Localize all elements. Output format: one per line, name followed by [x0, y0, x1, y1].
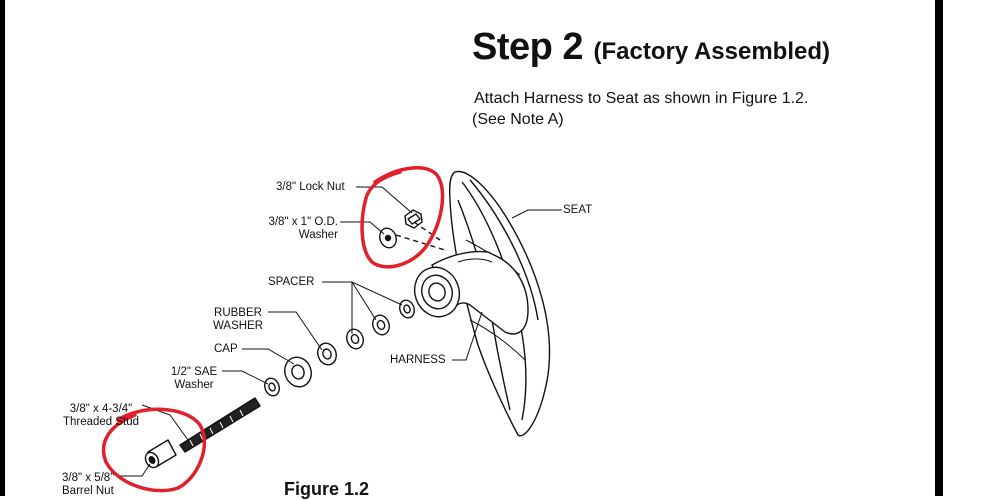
instructions: Attach Harness to Seat as shown in Figur…: [472, 88, 809, 130]
lock-nut-part: [404, 209, 423, 229]
step-heading: Step 2: [472, 26, 584, 68]
od-washer-part: [379, 227, 397, 249]
barrel-nut-part: [144, 439, 177, 469]
label-harness: HARNESS: [390, 354, 446, 366]
label-cap: CAP: [214, 343, 238, 355]
assembly-dashed-line: [395, 234, 446, 251]
page-margin: [943, 0, 992, 496]
red-annotation-circles: [101, 166, 445, 493]
instruction-line-2: (See Note A): [472, 111, 564, 128]
label-seat: SEAT: [563, 204, 593, 216]
label-od-washer-line-1: 3/8" x 1" O.D.: [268, 216, 338, 228]
step-subheading: (Factory Assembled): [593, 38, 831, 65]
label-threaded-stud: 3/8" x 4-3/4" Threaded Stud: [52, 403, 150, 429]
label-rubber-washer: RUBBER WASHER: [206, 307, 270, 333]
page-border-right: [935, 0, 943, 496]
figure-caption: Figure 1.2: [284, 479, 370, 499]
threaded-stud-part: [179, 397, 261, 453]
page-border-left: [0, 0, 5, 496]
label-od-washer-line-2: Washer: [298, 229, 338, 241]
label-sae-washer: 1/2" SAE Washer: [164, 366, 224, 392]
label-barrel-nut-line-2: Barrel Nut: [62, 485, 114, 497]
annotation-circle-barrel-nut: [101, 407, 207, 493]
label-rubber-washer-line-2: WASHER: [212, 320, 264, 332]
exploded-view-diagram: [101, 166, 562, 493]
label-lock-nut: 3/8" Lock Nut: [276, 181, 345, 193]
instruction-line-1: Attach Harness to Seat as shown in Figur…: [474, 90, 809, 107]
label-barrel-nut: 3/8" x 5/8" Barrel Nut: [62, 472, 114, 498]
label-barrel-nut-line-1: 3/8" x 5/8": [62, 472, 115, 484]
label-sae-washer-line-2: Washer: [174, 379, 214, 391]
label-spacer: SPACER: [268, 276, 315, 288]
cap-part: [284, 356, 312, 388]
annotation-circle-lock-nut: [360, 166, 445, 269]
step-title: Step 2 (Factory Assembled): [472, 26, 830, 69]
label-od-washer: 3/8" x 1" O.D. Washer: [248, 216, 338, 242]
label-rubber-washer-line-1: RUBBER: [214, 307, 262, 319]
spacer-parts: [346, 299, 415, 350]
label-sae-washer-line-1: 1/2" SAE: [170, 366, 218, 378]
harness-shape: [413, 250, 529, 335]
sae-washer-part: [264, 377, 280, 397]
label-threaded-stud-line-1: 3/8" x 4-3/4": [69, 403, 133, 415]
label-threaded-stud-line-2: Threaded Stud: [62, 416, 140, 428]
rubber-washer-part: [317, 342, 337, 366]
leader-lines: [120, 186, 562, 477]
